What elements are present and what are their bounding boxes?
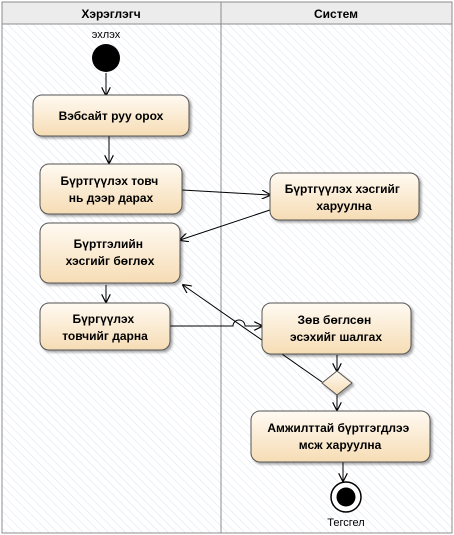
edges	[106, 73, 343, 481]
edge-click-to-show-form	[181, 189, 270, 195]
activity-visit-site[interactable]	[32, 94, 190, 137]
lane-system: Систем	[314, 7, 358, 21]
decision-node	[321, 370, 353, 396]
activity-show-form-label: Бүртгүүлэх хэсгийг харуулна	[285, 182, 404, 213]
activity-check-form-line-2: эсэхийг шалгах	[290, 330, 382, 344]
activity-show-form-line-1: Бүртгүүлэх хэсгийг	[285, 182, 400, 196]
activity-check-form-label: Зөв бөглсөн эсэхийг шалгах	[290, 313, 382, 344]
lane-title-user: Хэрэглэгч	[81, 7, 140, 21]
activity-click-register-line-2: нь дээр дарах	[69, 191, 154, 205]
start-node: эхлэх	[92, 29, 121, 72]
activity-show-success-label: Амжилттай бүртгэгдлээ мсж харуулна	[267, 421, 412, 452]
activity-click-register-line-1: Бүртгүүлэх товч	[60, 174, 158, 188]
activity-press-register-line-2: товчийг дарна	[62, 329, 148, 343]
activity-press-register-label: Бүргүүлэх товчийг дарна	[62, 312, 148, 343]
edge-decision-back-to-fill	[183, 285, 323, 383]
activity-show-success[interactable]	[250, 410, 431, 463]
activity-check-form-line-1: Зөв бөглсөн	[297, 313, 371, 327]
activity-fill-form-line-2: хэсгийг бөглөх	[66, 254, 155, 268]
activity-show-form[interactable]	[269, 172, 420, 221]
activity-fill-form[interactable]	[39, 222, 181, 284]
activity-click-register-label: Бүртгүүлэх товч нь дээр дарах	[60, 174, 161, 205]
edge-show-form-to-fill	[180, 209, 271, 240]
end-label: Тегсгел	[327, 517, 364, 529]
activity-show-success-line-1: Амжилттай бүртгэгдлээ	[267, 421, 409, 435]
activity-show-form-line-2: харуулна	[316, 199, 372, 213]
start-label: эхлэх	[92, 29, 121, 41]
lane-user: Хэрэглэгч	[81, 7, 140, 21]
activity-show-success-line-2: мсж харуулна	[299, 438, 382, 452]
activity-fill-form-label: Бүртгэлийн хэсгийг бөглөх	[66, 237, 155, 268]
activity-press-register[interactable]	[39, 302, 171, 351]
activity-click-register[interactable]	[39, 163, 183, 215]
activity-fill-form-line-1: Бүртгэлийн	[74, 237, 143, 251]
activity-check-form[interactable]	[261, 302, 412, 355]
edge-press-to-check	[170, 319, 262, 326]
end-node: Тегсгел	[327, 481, 365, 529]
activity-press-register-line-1: Бүргүүлэх	[72, 312, 134, 326]
lane-title-system: Систем	[314, 7, 358, 21]
activity-visit-site-line-1: Вэбсайт руу орох	[59, 109, 164, 123]
activity-visit-site-label: Вэбсайт руу орох	[59, 109, 164, 123]
